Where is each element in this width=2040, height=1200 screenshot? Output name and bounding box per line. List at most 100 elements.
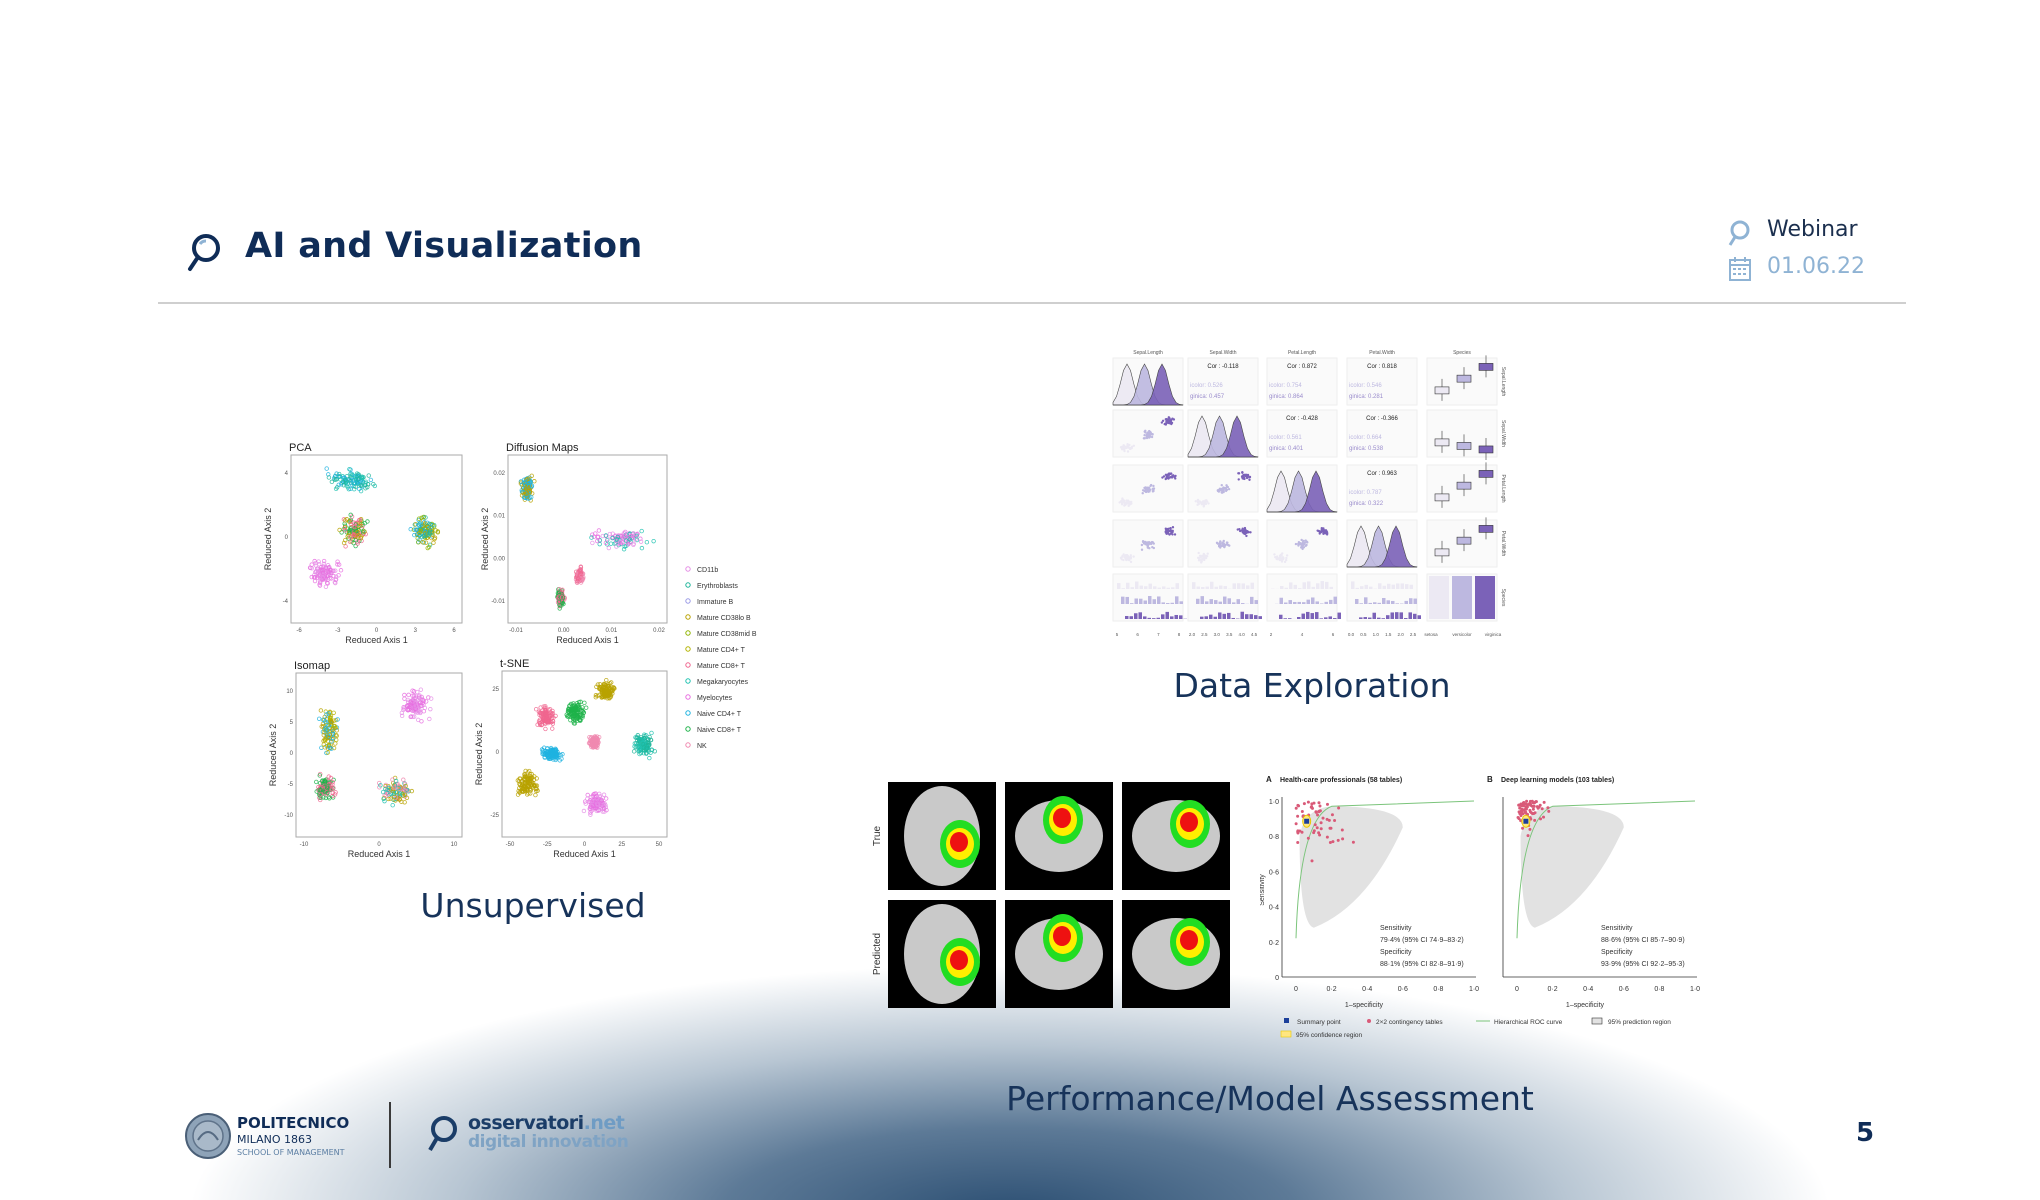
scatter-point: [542, 755, 548, 760]
scatter-point: [611, 685, 616, 690]
scatter-point: [368, 477, 374, 483]
scatter-point: [321, 570, 326, 576]
contingency-table-point: [1520, 804, 1524, 808]
legend-marker: [685, 678, 691, 684]
scatter-point: [536, 718, 542, 724]
magnifier-logo-icon: [188, 234, 220, 271]
osservatori-logo-text: osservatori.net: [468, 1112, 625, 1134]
scatter-point: [608, 541, 614, 546]
scatter-point: [577, 568, 583, 574]
enhancing-tumor-region: [1053, 808, 1071, 828]
scatter-point: [404, 795, 410, 801]
histogram-bar: [1364, 584, 1368, 589]
y-tick-label: 0: [1275, 975, 1279, 982]
scatter-point: [324, 580, 330, 586]
scatter-point: [597, 681, 603, 687]
scatter-point: [391, 785, 397, 790]
scatter-point: [318, 795, 323, 800]
histogram-bar: [1144, 586, 1148, 589]
enhancing-tumor-region: [1180, 930, 1198, 950]
scatter-point: [1150, 540, 1154, 544]
pairs-plot-figure: Sepal.LengthSepal.LengthSepal.WidthSepal…: [1112, 350, 1506, 637]
histogram-bar: [1360, 586, 1364, 589]
scatter-point: [1161, 476, 1164, 479]
scatter-point: [326, 472, 331, 477]
histogram-bar: [1381, 618, 1385, 619]
histogram-bar: [1391, 600, 1395, 604]
scatter-point: [578, 715, 583, 720]
y-tick-label: 0.02: [493, 471, 505, 477]
y-tick-label: 0: [496, 750, 500, 756]
scatter-point: [365, 482, 371, 487]
boxplot-box: [1456, 442, 1472, 450]
correlation-virginica: ginica: 0.401: [1269, 446, 1304, 452]
scatter-point: [417, 708, 422, 713]
scatter-point: [420, 700, 425, 706]
pairs-cell: [1266, 573, 1341, 622]
mri-slice: [888, 782, 996, 890]
x-tick-label: virginica: [1485, 632, 1502, 637]
scatter-point: [324, 466, 329, 471]
pairs-cell: [1426, 573, 1498, 622]
x-tick-label: -3: [335, 628, 341, 634]
species-bar: [1429, 576, 1449, 619]
scatter-point: [634, 743, 640, 748]
histogram-bar: [1329, 586, 1333, 589]
scatter-point: [592, 734, 598, 740]
histogram-bar: [1320, 603, 1324, 604]
scatter-point: [1129, 560, 1133, 564]
scatter-point: [362, 521, 368, 526]
scatter-point: [1126, 444, 1129, 447]
scatter-point: [351, 540, 356, 546]
scatter-point: [347, 466, 352, 472]
scatter-point: [348, 512, 353, 518]
scatter-point: [399, 713, 405, 719]
legend-marker: [685, 694, 691, 700]
contingency-table-point: [1542, 800, 1546, 804]
scatter-point: [1132, 555, 1135, 558]
scatter-point: [1126, 555, 1129, 558]
scatter-point: [1248, 478, 1251, 481]
scatter-point: [1283, 560, 1287, 564]
scatter-point: [1148, 434, 1152, 438]
scatter-point: [348, 477, 354, 483]
scatter-point: [312, 575, 318, 580]
x-tick-label: 4.0: [1238, 632, 1245, 637]
scatter-point: [570, 714, 575, 720]
y-tick-label: -5: [288, 782, 294, 788]
y-tick-label: 1·0: [1269, 799, 1279, 806]
histogram-bar: [1125, 596, 1129, 604]
scatter-point: [549, 720, 554, 725]
scatter-point: [326, 774, 331, 779]
scatter-point: [332, 792, 338, 797]
panel-title: PCA: [289, 442, 312, 454]
pairs-cell: [1346, 573, 1421, 622]
scatter-point: [1204, 555, 1207, 558]
scatter-point: [392, 783, 398, 788]
scatter-point: [1160, 421, 1164, 424]
scatter-point: [351, 478, 356, 483]
histogram-bar: [1372, 612, 1376, 619]
cell-frame: [1346, 357, 1418, 406]
scatter-point: [348, 534, 353, 540]
correlation-virginica: ginica: 0.864: [1269, 394, 1304, 400]
histogram-bar: [1218, 601, 1222, 604]
histogram-bar: [1293, 601, 1297, 604]
contingency-table-point: [1340, 828, 1344, 832]
scatter-point: [330, 735, 336, 741]
scatter-point: [413, 527, 418, 532]
scatter-point: [334, 737, 339, 743]
scatter-point: [534, 788, 539, 794]
scatter-point: [1279, 556, 1283, 560]
scatter-point: [644, 540, 650, 545]
contingency-table-point: [1302, 802, 1306, 806]
contingency-table-point: [1531, 807, 1535, 811]
scatter-point: [392, 794, 397, 800]
scatter-point: [544, 717, 550, 722]
scatter-point: [425, 524, 431, 530]
scatter-point: [417, 533, 422, 538]
polimi-name: POLITECNICO: [237, 1114, 350, 1132]
scatter-point: [1146, 543, 1149, 547]
